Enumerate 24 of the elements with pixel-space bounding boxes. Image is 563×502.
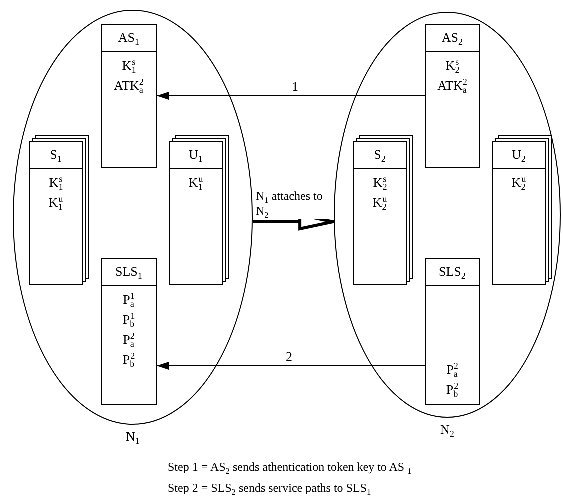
component-box <box>425 24 480 168</box>
box-heading: AS$_{2}$ <box>442 30 464 46</box>
stacked-component-box <box>169 141 223 285</box>
component-box <box>101 258 157 405</box>
edge-label: 1 <box>290 79 300 94</box>
box-heading: U$_{1}$ <box>189 146 203 162</box>
stacked-component-box <box>29 141 83 285</box>
arrow <box>156 362 426 370</box>
step-note: Step 1 = AS$_{2}$ sends athentication token key to AS $_{1}$ <box>168 459 412 475</box>
component-box <box>101 24 157 168</box>
box-heading: SLS$_{2}$ <box>439 264 466 280</box>
box-heading: AS$_{1}$ <box>118 30 140 46</box>
component-box <box>425 258 480 405</box>
stacked-component-box <box>492 141 546 285</box>
arrow <box>156 92 426 100</box>
step-note: Step 2 = SLS$_{2}$ sends service paths to SLS$_{1}$ <box>168 480 372 496</box>
network-label: N$_{2}$ <box>440 422 454 438</box>
box-heading: U$_{2}$ <box>512 146 526 162</box>
edge-label: 2 <box>284 349 294 364</box>
stacked-component-box <box>353 141 407 285</box>
network-label: N$_{1}$ <box>126 429 140 445</box>
box-heading: S$_{2}$ <box>374 146 386 162</box>
box-heading: S$_{1}$ <box>50 146 62 162</box>
box-heading: SLS$_{1}$ <box>116 264 142 280</box>
